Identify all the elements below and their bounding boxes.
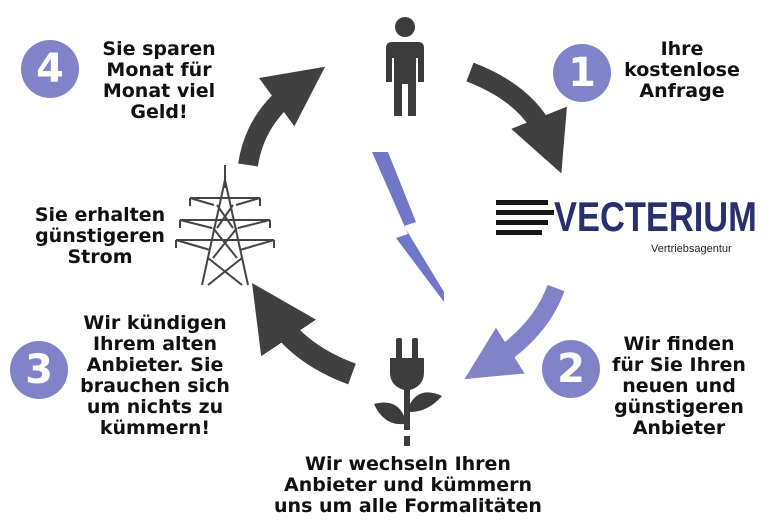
- step-3-badge: 3: [10, 341, 68, 399]
- brand-tagline: Vertriebsagentur: [651, 243, 732, 255]
- arrow-to-step-2: [464, 284, 565, 380]
- power-tower-icon: [175, 165, 275, 286]
- plug-plant-icon: [374, 338, 442, 446]
- step-4-text: Sie sparen Monat für Monat viel Geld!: [102, 38, 216, 123]
- left-text: Sie erhalten günstigeren Strom: [34, 204, 166, 268]
- arrow-to-person: [238, 66, 326, 167]
- logo-speed-lines-icon: [496, 200, 554, 235]
- step-2-badge: 2: [542, 340, 600, 398]
- step-4-badge: 4: [21, 40, 79, 98]
- arrow-to-step-3: [252, 283, 356, 385]
- step-2-text: Wir finden für Sie Ihren neuen und günst…: [612, 333, 746, 439]
- bottom-text: Wir wechseln Ihren Anbieter und kümmern …: [274, 453, 542, 517]
- step-1-text: Ihre kostenlose Anfrage: [624, 38, 740, 102]
- person-icon: [386, 17, 424, 116]
- step-1-badge: 1: [553, 44, 611, 102]
- lightning-bolt-icon: [372, 152, 444, 302]
- step-3-text: Wir kündigen Ihrem alten Anbieter. Sie b…: [80, 312, 230, 439]
- arrow-to-step-1: [466, 62, 567, 174]
- brand-logo: VECTERIUM: [554, 193, 757, 240]
